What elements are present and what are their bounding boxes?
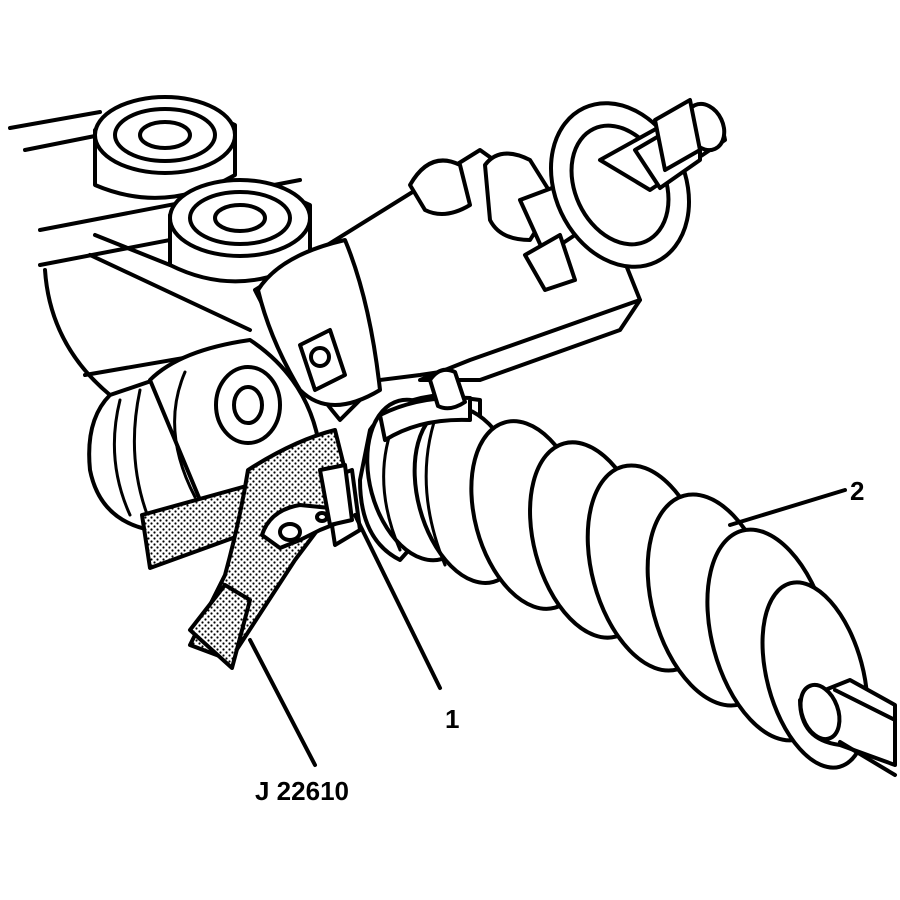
pinion-housing [253, 148, 642, 422]
clamp-pliers-tool [140, 428, 354, 670]
pinion-input-shaft [549, 98, 727, 269]
mounting-bushing-upper [93, 95, 237, 200]
steering-gear-housing [8, 95, 727, 532]
leader-line-boot [728, 488, 847, 527]
leader-lines [248, 488, 847, 767]
callout-label-clamp: 1 [445, 704, 459, 734]
callout-label-boot: 2 [850, 476, 864, 506]
leader-line-tool [248, 638, 317, 767]
inner-tie-rod [798, 678, 897, 777]
rack-boot [358, 393, 870, 770]
leader-line-clamp [353, 513, 442, 690]
callout-label-tool: J 22610 [255, 776, 349, 806]
